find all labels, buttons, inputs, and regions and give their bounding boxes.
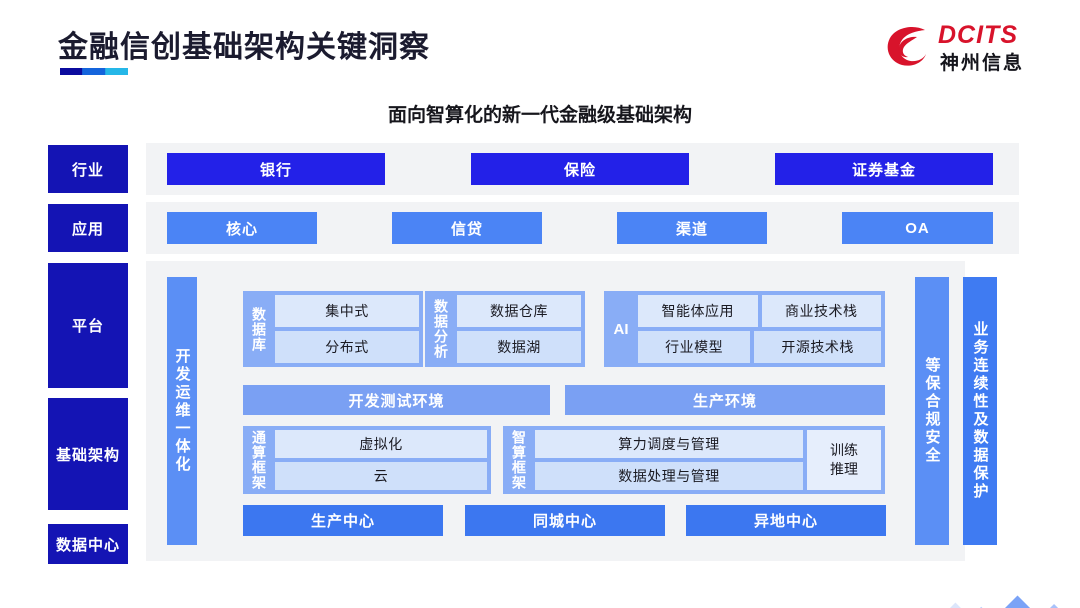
card-training-inference[interactable]: 训练 推理 bbox=[807, 430, 881, 490]
layer-label-platform: 平台 bbox=[48, 263, 128, 388]
datacenter-item-remote[interactable]: 异地中心 bbox=[686, 505, 886, 536]
card-opensource-tech-stack[interactable]: 开源技术栈 bbox=[754, 331, 881, 363]
logo-wordmark: DCITS bbox=[938, 21, 1018, 49]
layer-label-application: 应用 bbox=[48, 204, 128, 252]
card-agent-application[interactable]: 智能体应用 bbox=[638, 295, 758, 327]
card-cloud[interactable]: 云 bbox=[275, 462, 487, 490]
card-training-label: 训练 bbox=[830, 442, 858, 459]
card-commercial-tech-stack[interactable]: 商业技术栈 bbox=[761, 295, 881, 327]
industry-item-bank[interactable]: 银行 bbox=[167, 153, 385, 185]
datacenter-item-same-city[interactable]: 同城中心 bbox=[465, 505, 665, 536]
card-compute-scheduling[interactable]: 算力调度与管理 bbox=[535, 430, 803, 458]
module-general-compute-framework[interactable]: 通算框架 虚拟化 云 bbox=[243, 426, 491, 494]
title-underline-rule bbox=[60, 68, 128, 75]
datacenter-item-production[interactable]: 生产中心 bbox=[243, 505, 443, 536]
industry-item-securities-fund[interactable]: 证券基金 bbox=[775, 153, 993, 185]
application-item-core[interactable]: 核心 bbox=[167, 212, 317, 244]
industry-item-insurance[interactable]: 保险 bbox=[471, 153, 689, 185]
module-label-intelligent-compute: 智算框架 bbox=[511, 430, 527, 490]
card-inference-label: 推理 bbox=[830, 461, 858, 477]
application-item-channel[interactable]: 渠道 bbox=[617, 212, 767, 244]
card-distributed[interactable]: 分布式 bbox=[275, 331, 419, 363]
brand-logo: DCITS 神州信息 bbox=[884, 20, 1044, 76]
card-data-lake[interactable]: 数据湖 bbox=[457, 331, 581, 363]
module-label-database: 数据库 bbox=[251, 306, 267, 352]
env-bar-production[interactable]: 生产环境 bbox=[565, 385, 885, 415]
module-database[interactable]: 数据库 集中式 分布式 bbox=[243, 291, 423, 367]
vertical-bar-business-continuity[interactable]: 业务连续性及数据保护 bbox=[963, 277, 997, 545]
application-item-oa[interactable]: OA bbox=[842, 212, 993, 244]
card-virtualization[interactable]: 虚拟化 bbox=[275, 430, 487, 458]
layer-label-infrastructure: 基础架构 bbox=[48, 398, 128, 510]
layer-label-industry: 行业 bbox=[48, 145, 128, 193]
page-title: 金融信创基础架构关键洞察 bbox=[58, 31, 430, 64]
module-label-data-analysis: 数据分析 bbox=[433, 299, 449, 359]
vertical-bar-devops[interactable]: 开发运维一体化 bbox=[167, 277, 197, 545]
logo-wordmark-cn: 神州信息 bbox=[940, 53, 1025, 74]
vertical-bar-security-compliance[interactable]: 等保合规安全 bbox=[915, 277, 949, 545]
env-bar-dev-test[interactable]: 开发测试环境 bbox=[243, 385, 550, 415]
card-data-processing[interactable]: 数据处理与管理 bbox=[535, 462, 803, 490]
card-data-warehouse[interactable]: 数据仓库 bbox=[457, 295, 581, 327]
card-centralized[interactable]: 集中式 bbox=[275, 295, 419, 327]
application-item-credit[interactable]: 信贷 bbox=[392, 212, 542, 244]
module-ai[interactable]: AI 智能体应用 商业技术栈 行业模型 开源技术栈 bbox=[604, 291, 885, 367]
module-label-ai: AI bbox=[613, 320, 629, 338]
module-data-analysis[interactable]: 数据分析 数据仓库 数据湖 bbox=[425, 291, 585, 367]
layer-label-datacenter: 数据中心 bbox=[48, 524, 128, 564]
subtitle: 面向智算化的新一代金融级基础架构 bbox=[387, 105, 692, 126]
module-intelligent-compute-framework[interactable]: 智算框架 算力调度与管理 数据处理与管理 训练 推理 bbox=[503, 426, 885, 494]
module-label-general-compute: 通算框架 bbox=[251, 430, 267, 490]
dcits-swoosh-icon bbox=[887, 26, 926, 66]
card-industry-model[interactable]: 行业模型 bbox=[638, 331, 751, 363]
